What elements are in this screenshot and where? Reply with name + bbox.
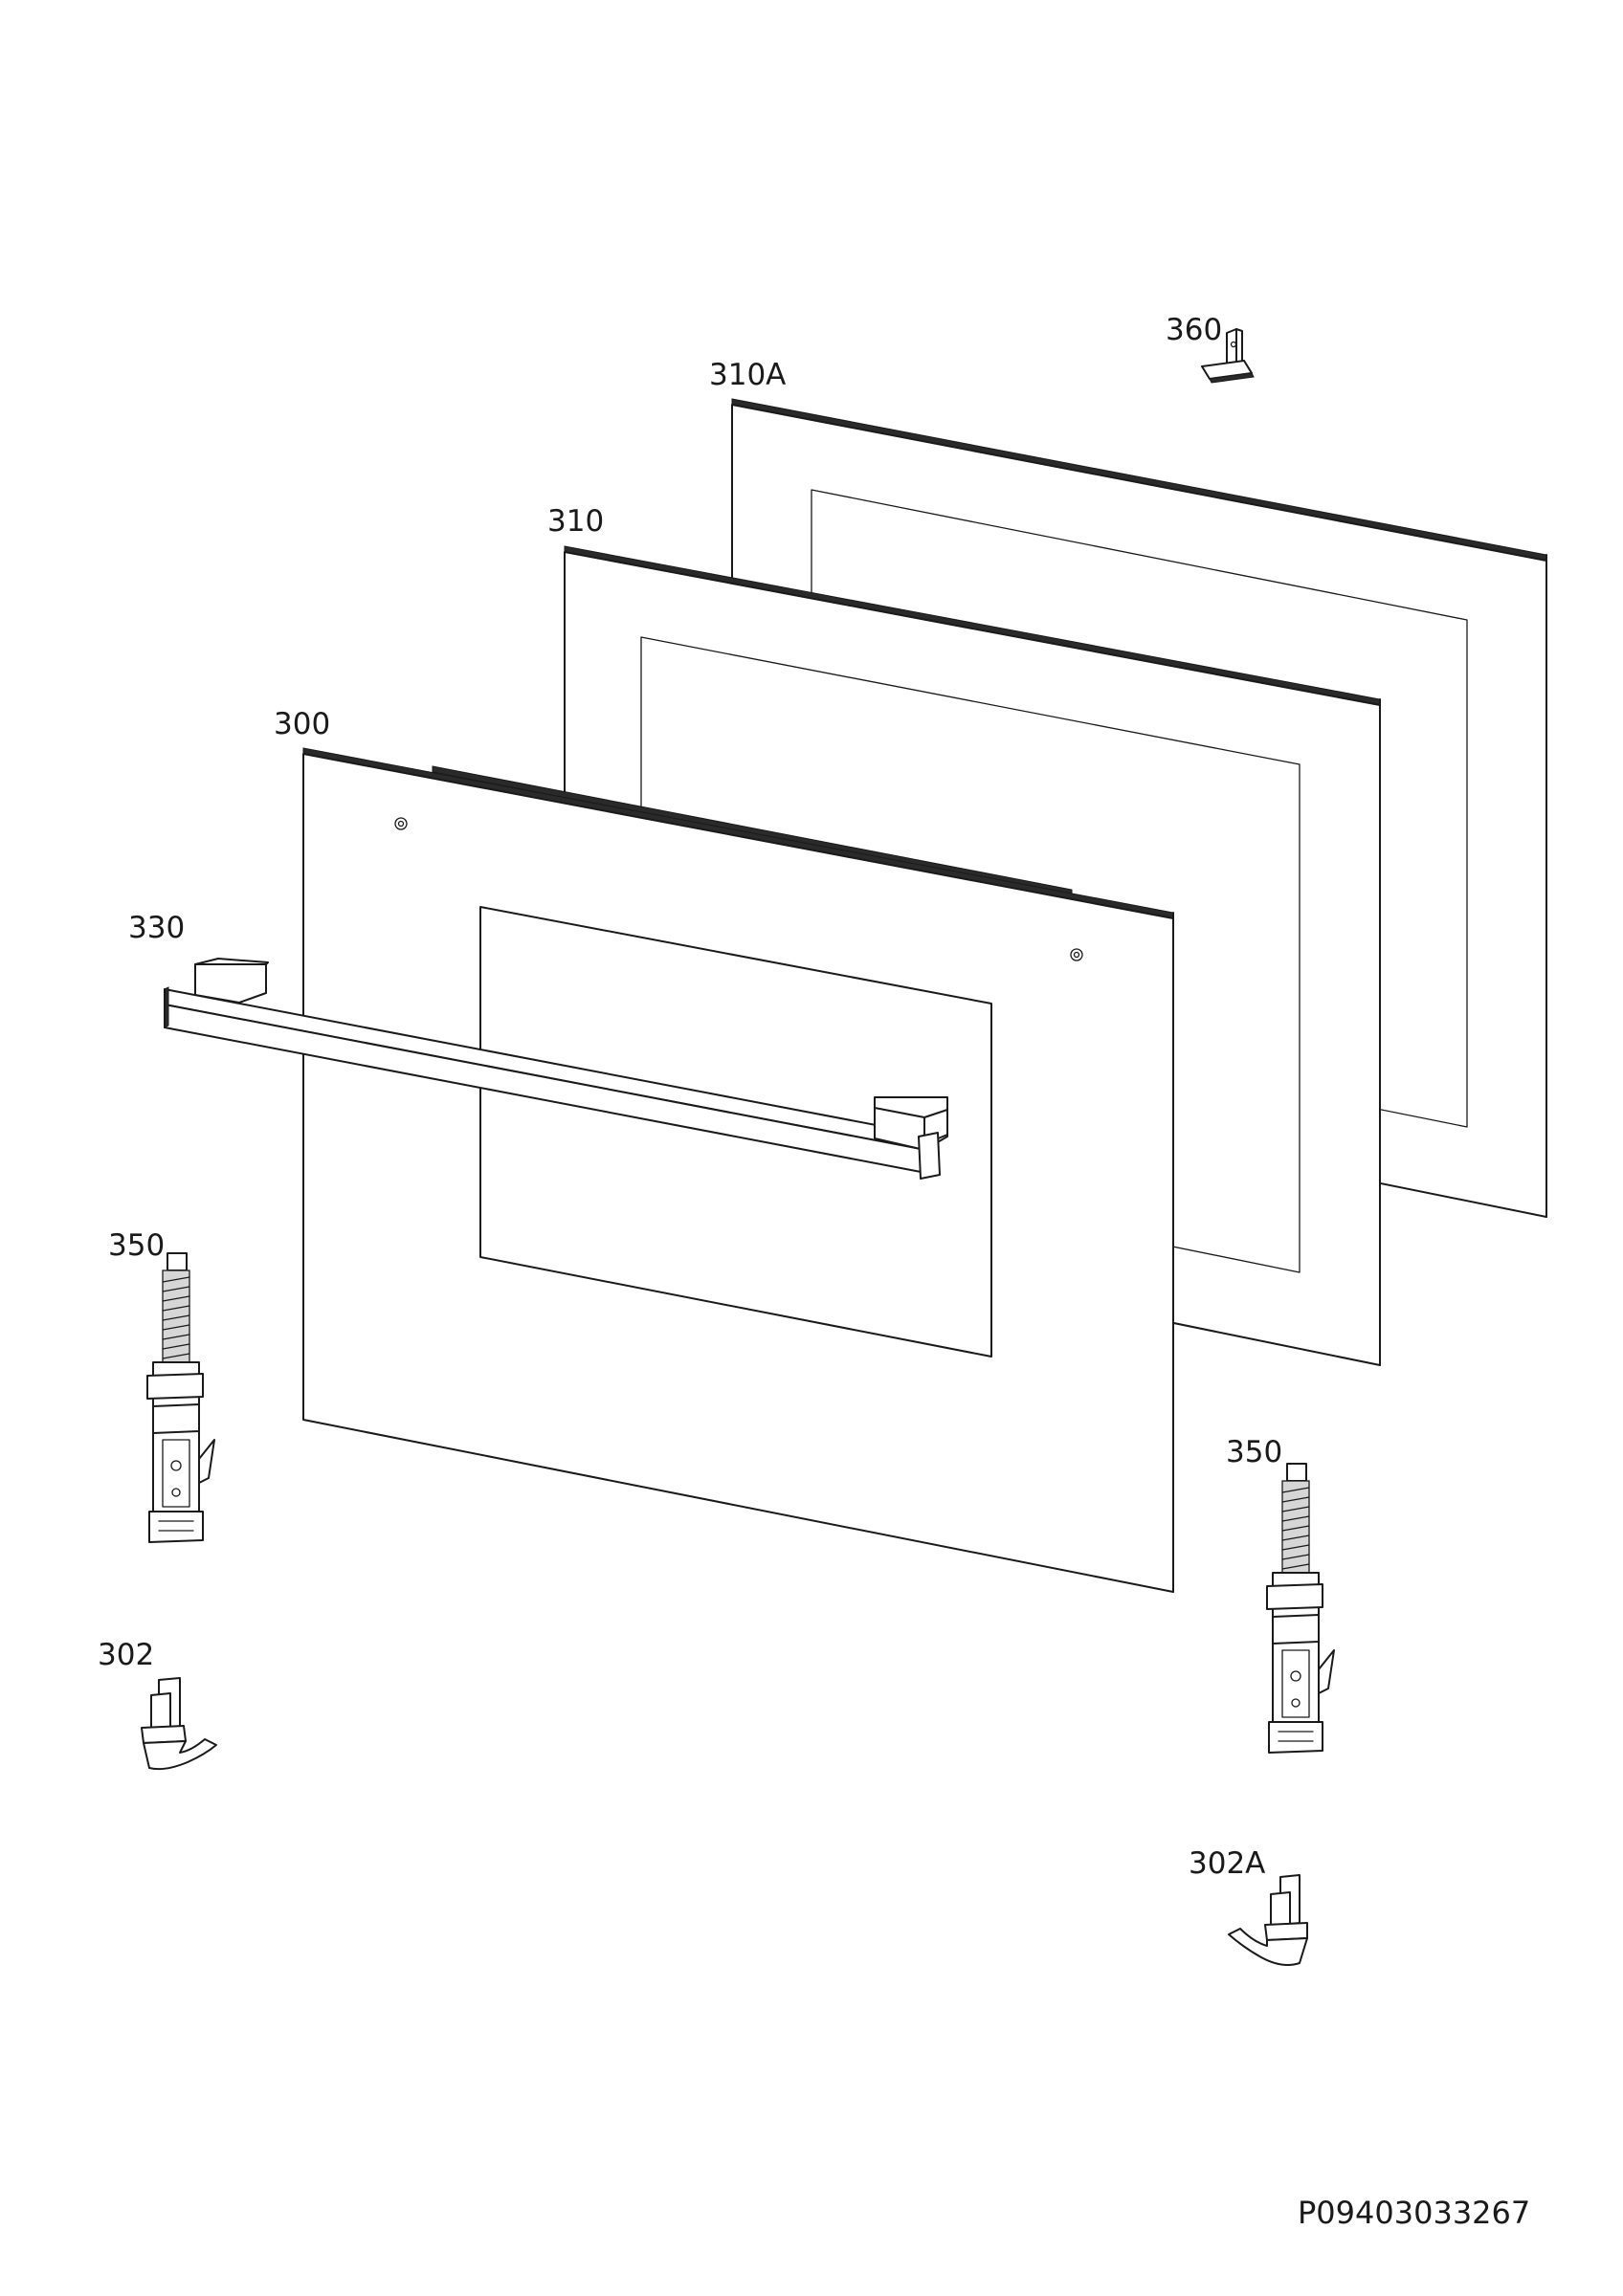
- door-handle-330[interactable]: [164, 958, 948, 1180]
- label-302: 302: [98, 1638, 154, 1672]
- label-330: 330: [128, 911, 185, 945]
- hinge-350-left[interactable]: [146, 1252, 215, 1543]
- hinge-350-right[interactable]: [1266, 1463, 1335, 1754]
- label-350-right: 350: [1226, 1435, 1282, 1469]
- bracket-302a[interactable]: [1228, 1874, 1308, 1966]
- label-302a: 302A: [1189, 1846, 1265, 1881]
- document-number: P09403033267: [1298, 2195, 1530, 2231]
- label-360: 360: [1166, 313, 1222, 347]
- bracket-302[interactable]: [141, 1677, 217, 1771]
- label-310: 310: [547, 504, 604, 539]
- clip-360[interactable]: [1201, 328, 1255, 384]
- door-front-glass-300[interactable]: [302, 747, 1174, 1593]
- label-350-left: 350: [108, 1228, 165, 1263]
- label-310a: 310A: [709, 358, 786, 392]
- label-300: 300: [274, 707, 330, 741]
